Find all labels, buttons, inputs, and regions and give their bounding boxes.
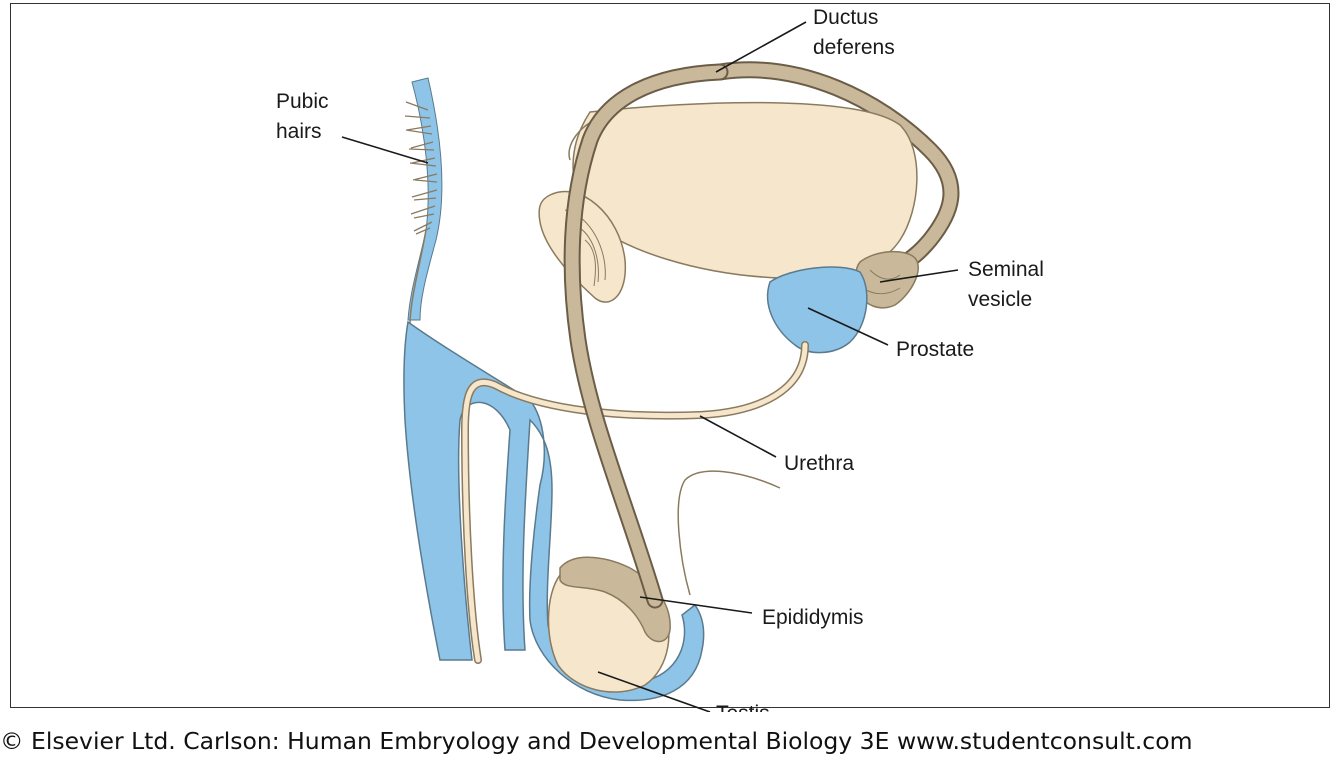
label-ductus-deferens: Ductus deferens: [813, 6, 895, 59]
bladder: [573, 103, 917, 279]
label-seminal-vesicle: Seminal vesicle: [968, 258, 1050, 311]
leader-urethra: [700, 416, 776, 457]
label-prostate: Prostate: [896, 338, 974, 361]
scrotum-outline: [678, 471, 780, 595]
body-wall: [408, 78, 442, 325]
label-pubic-hairs: Pubic hairs: [276, 90, 334, 143]
label-testis: Testis: [716, 702, 770, 712]
male-reproductive-anatomy-diagram: Ductus deferens Pubic hairs Seminal vesi…: [0, 0, 1334, 712]
copyright-credit: © Elsevier Ltd. Carlson: Human Embryolog…: [0, 714, 1334, 768]
label-urethra: Urethra: [784, 452, 854, 475]
leader-pubic-hairs: [342, 137, 428, 163]
label-epididymis: Epididymis: [762, 606, 864, 629]
prostate: [768, 267, 867, 353]
